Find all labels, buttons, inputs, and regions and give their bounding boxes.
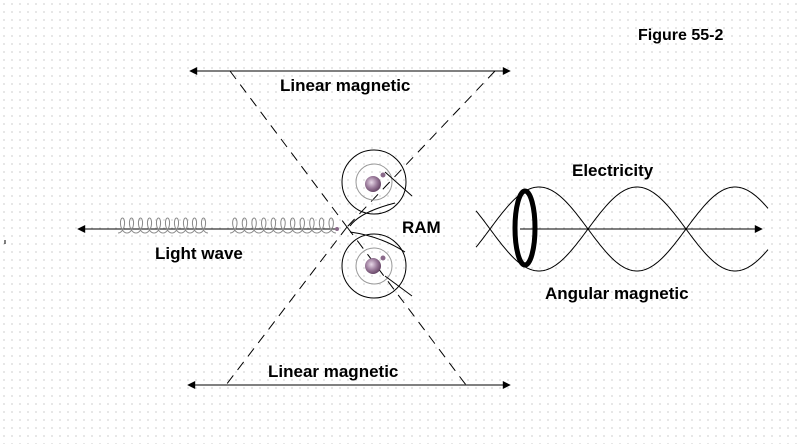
dashed-line-upper-left — [229, 70, 348, 228]
lower-particle-nucleus — [365, 258, 381, 274]
upper-particle-outer-orbit — [341, 149, 407, 215]
light-wave-spring-right — [229, 217, 337, 234]
upper-particle — [341, 149, 407, 215]
ram-tangent-lines — [349, 171, 413, 297]
emission-point — [335, 227, 339, 231]
dashed-cross-lines — [225, 70, 496, 386]
upper-particle-nucleus — [365, 176, 381, 192]
ram-label: RAM — [402, 218, 441, 237]
top-linear-magnetic-label: Linear magnetic — [280, 76, 410, 95]
upper-inner-tangent — [384, 171, 413, 197]
light-wave-label: Light wave — [155, 244, 243, 263]
figure-label: Figure 55-2 — [638, 27, 723, 44]
lower-particle-inner-orbit — [355, 247, 393, 285]
electricity-label: Electricity — [572, 161, 654, 180]
lower-particle — [341, 233, 407, 299]
upper-particle-inner-orbit — [355, 163, 393, 201]
lower-particle-electron — [380, 255, 386, 261]
bottom-linear-magnetic-label: Linear magnetic — [268, 362, 398, 381]
angular-magnetic-label: Angular magnetic — [545, 284, 689, 303]
upper-particle-electron — [380, 172, 386, 178]
electric-current-ring — [512, 188, 538, 268]
lower-particle-outer-orbit — [341, 233, 407, 299]
lower-ram-curve — [349, 231, 406, 253]
dashed-line-upper-right — [346, 70, 496, 228]
upper-ram-curve — [349, 202, 396, 227]
lower-inner-tangent — [384, 275, 413, 297]
light-wave-spring-left — [117, 217, 209, 234]
